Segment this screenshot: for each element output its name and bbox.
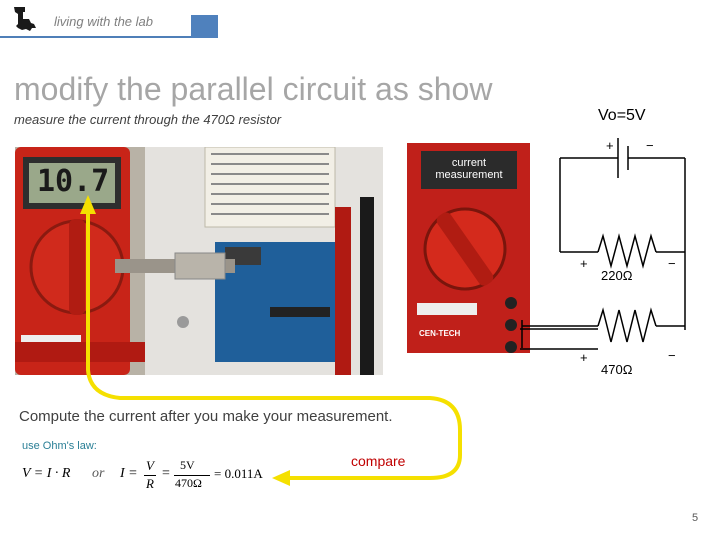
r1-minus: −: [668, 256, 676, 271]
r1-plus: +: [580, 256, 588, 271]
source-voltage-label: Vo=5V: [598, 107, 646, 124]
formula-or: or: [92, 466, 105, 481]
page-number: 5: [692, 512, 699, 524]
fraction-bar-2: [174, 475, 210, 476]
parallel-circuit-schematic: [521, 138, 686, 348]
formula-5v: 5V: [180, 458, 195, 472]
multimeter-label: current measurement: [425, 157, 513, 181]
slide-title: modify the parallel circuit as show: [14, 71, 493, 107]
formula-470: 470Ω: [175, 476, 202, 490]
louisiana-logo-icon: [12, 6, 38, 32]
battery-minus: −: [646, 138, 654, 153]
formula-result: = 0.011A: [214, 466, 263, 481]
header-accent-box: [191, 15, 218, 38]
formula-v: V: [146, 458, 154, 473]
r2-label: 470Ω: [601, 362, 633, 377]
r2-plus: +: [580, 350, 588, 365]
formula-eq: =: [162, 466, 170, 481]
multimeter-label-line1: current: [451, 157, 487, 169]
header-underline: [0, 36, 218, 38]
ohms-law-formula: V = I · R or I = V R = 5V 470Ω = 0.011A: [22, 458, 272, 494]
ohms-law-label: use Ohm's law:: [22, 440, 97, 452]
multimeter-photo: current measurement CEN-TECH: [407, 143, 530, 353]
compute-instruction: Compute the current after you make your …: [19, 408, 393, 425]
battery-plus: +: [606, 138, 614, 153]
circuit-photo: 10.7: [15, 147, 383, 375]
fraction-bar-1: [144, 475, 156, 476]
multimeter-brand: CEN-TECH: [419, 329, 461, 338]
r2-minus: −: [668, 348, 676, 363]
formula-i-eq: I =: [120, 466, 138, 481]
slide-subtitle: measure the current through the 470Ω res…: [14, 112, 282, 127]
multimeter-label-line2: measurement: [435, 169, 503, 181]
formula-r: R: [146, 476, 154, 491]
formula-v-ir: V = I · R: [22, 466, 71, 481]
compare-label: compare: [351, 453, 406, 469]
meter-leads: [520, 328, 598, 350]
r1-label: 220Ω: [601, 268, 633, 283]
multimeter-display-reading: 10.7: [37, 164, 110, 199]
header-label: living with the lab: [54, 14, 153, 29]
